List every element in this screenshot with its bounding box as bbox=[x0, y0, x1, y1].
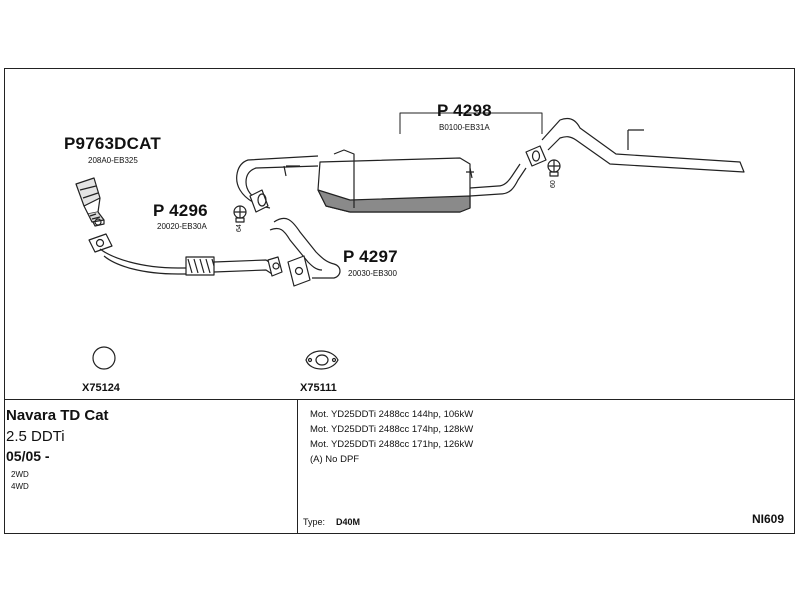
front-pipe bbox=[88, 233, 283, 277]
type-label: Type: bbox=[303, 517, 326, 527]
catalytic-converter bbox=[75, 177, 105, 227]
accessory-code-ring-gasket: X75124 bbox=[82, 382, 120, 394]
clamp-64 bbox=[233, 205, 247, 223]
drive-type-item: 4WD bbox=[11, 482, 29, 491]
motor-line: Mot. YD25DDTi 2488cc 174hp, 128kW bbox=[310, 424, 474, 435]
type-value: D40M bbox=[336, 517, 361, 527]
clamp-60 bbox=[547, 159, 561, 177]
table-divider-vertical bbox=[297, 399, 298, 534]
clamp-code-60: 60 bbox=[550, 180, 557, 188]
flange-gasket-icon bbox=[305, 350, 339, 370]
part-code-cat: P9763DCAT bbox=[64, 134, 161, 153]
part-code-front-pipe: P 4296 bbox=[153, 201, 208, 220]
motor-line: Mot. YD25DDTi 2488cc 171hp, 126kW bbox=[310, 439, 474, 450]
p4298-bracket bbox=[399, 112, 543, 134]
motor-line: Mot. YD25DDTi 2488cc 144hp, 106kW bbox=[310, 409, 474, 420]
rear-silencer bbox=[236, 117, 745, 213]
clamp-code-64: 64 bbox=[236, 224, 243, 232]
table-divider-horizontal bbox=[4, 399, 795, 400]
drive-type-item: 2WD bbox=[11, 470, 29, 479]
diagram-frame bbox=[4, 68, 795, 534]
reference-code: NI609 bbox=[752, 512, 785, 526]
ring-gasket-icon bbox=[92, 346, 116, 370]
part-code-middle-pipe: P 4297 bbox=[343, 247, 398, 266]
vehicle-years: 05/05 - bbox=[6, 448, 50, 464]
part-oem-middle-pipe: 20030-EB300 bbox=[348, 269, 397, 278]
accessory-code-flange-gasket: X75111 bbox=[300, 382, 337, 394]
part-oem-rear-silencer: B0100-EB31A bbox=[439, 123, 490, 132]
vehicle-model: Navara TD Cat bbox=[6, 407, 109, 424]
part-oem-cat: 208A0-EB325 bbox=[88, 156, 138, 165]
part-oem-front-pipe: 20020-EB30A bbox=[157, 222, 207, 231]
vehicle-engine: 2.5 DDTi bbox=[6, 428, 65, 445]
motor-note: (A) No DPF bbox=[310, 454, 360, 465]
part-code-rear-silencer: P 4298 bbox=[437, 101, 492, 120]
middle-pipe bbox=[269, 217, 341, 287]
